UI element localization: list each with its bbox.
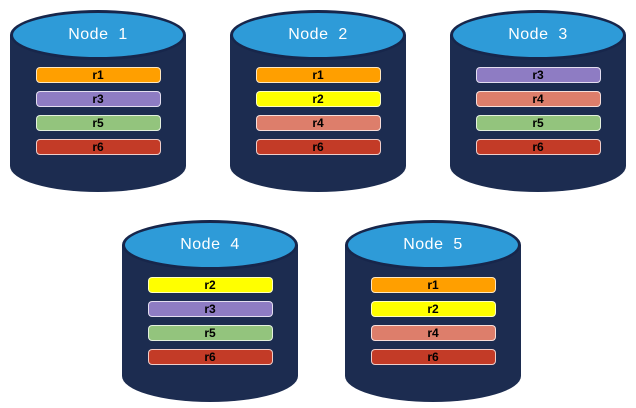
cylinder-body: [122, 245, 298, 402]
replica-bars: r3 r4 r5 r6: [450, 67, 626, 155]
replica-bars: r1 r3 r5 r6: [10, 67, 186, 155]
replica-bar-r6: r6: [147, 349, 273, 365]
replica-label: r6: [532, 140, 544, 154]
node-label: Node 1: [68, 26, 128, 43]
db-node-5: Node 5 r1 r2 r4 r6: [345, 220, 521, 402]
replica-label: r5: [532, 116, 544, 130]
cylinder-body: [345, 245, 521, 402]
node-label: Node 4: [180, 236, 240, 253]
replica-bar-r6: r6: [370, 349, 496, 365]
replica-bar-r1: r1: [35, 67, 161, 83]
replica-label: r6: [204, 350, 216, 364]
replica-bar-r2: r2: [147, 277, 273, 293]
cylinder-body: [450, 35, 626, 192]
replica-label: r2: [204, 278, 216, 292]
replica-label: r4: [532, 92, 544, 106]
node-label: Node 2: [288, 26, 348, 43]
db-node-4: Node 4 r2 r3 r5 r6: [122, 220, 298, 402]
replica-label: r3: [204, 302, 216, 316]
cylinder-top: Node 3: [450, 10, 626, 60]
node-row-top: Node 1 r1 r3 r5 r6 Node 2 r1 r2 r4 r6 Node 3 r…: [0, 0, 636, 192]
cylinder-top: Node 5: [345, 220, 521, 270]
replica-bar-r6: r6: [255, 139, 381, 155]
replica-bar-r4: r4: [475, 91, 601, 107]
cylinder-body: [10, 35, 186, 192]
cylinder-top: Node 4: [122, 220, 298, 270]
db-node-2: Node 2 r1 r2 r4 r6: [230, 10, 406, 192]
replica-bar-r3: r3: [475, 67, 601, 83]
cylinder-top: Node 2: [230, 10, 406, 60]
replica-label: r2: [427, 302, 439, 316]
replica-bars: r2 r3 r5 r6: [122, 277, 298, 365]
cylinder-body: [230, 35, 406, 192]
replica-label: r6: [427, 350, 439, 364]
replica-label: r5: [92, 116, 104, 130]
replica-bar-r3: r3: [35, 91, 161, 107]
replica-bar-r6: r6: [35, 139, 161, 155]
replica-bar-r5: r5: [147, 325, 273, 341]
db-node-1: Node 1 r1 r3 r5 r6: [10, 10, 186, 192]
db-node-3: Node 3 r3 r4 r5 r6: [450, 10, 626, 192]
replica-bar-r1: r1: [370, 277, 496, 293]
replica-bar-r5: r5: [35, 115, 161, 131]
replica-bar-r2: r2: [370, 301, 496, 317]
replica-label: r4: [312, 116, 324, 130]
node-label: Node 3: [508, 26, 568, 43]
replica-label: r1: [427, 278, 439, 292]
replica-bar-r1: r1: [255, 67, 381, 83]
replica-label: r4: [427, 326, 439, 340]
replica-bar-r2: r2: [255, 91, 381, 107]
replica-bars: r1 r2 r4 r6: [345, 277, 521, 365]
replica-label: r6: [312, 140, 324, 154]
replica-bar-r5: r5: [475, 115, 601, 131]
replica-bar-r6: r6: [475, 139, 601, 155]
replica-label: r1: [312, 68, 324, 82]
replica-bar-r4: r4: [255, 115, 381, 131]
replica-label: r2: [312, 92, 324, 106]
replica-label: r1: [92, 68, 104, 82]
replica-bar-r4: r4: [370, 325, 496, 341]
replica-bars: r1 r2 r4 r6: [230, 67, 406, 155]
replica-label: r5: [204, 326, 216, 340]
replica-label: r3: [92, 92, 104, 106]
node-label: Node 5: [403, 236, 463, 253]
replica-bar-r3: r3: [147, 301, 273, 317]
replica-label: r3: [532, 68, 544, 82]
cylinder-top: Node 1: [10, 10, 186, 60]
node-row-bottom: Node 4 r2 r3 r5 r6 Node 5 r1 r2 r4 r6: [0, 220, 636, 402]
replica-label: r6: [92, 140, 104, 154]
